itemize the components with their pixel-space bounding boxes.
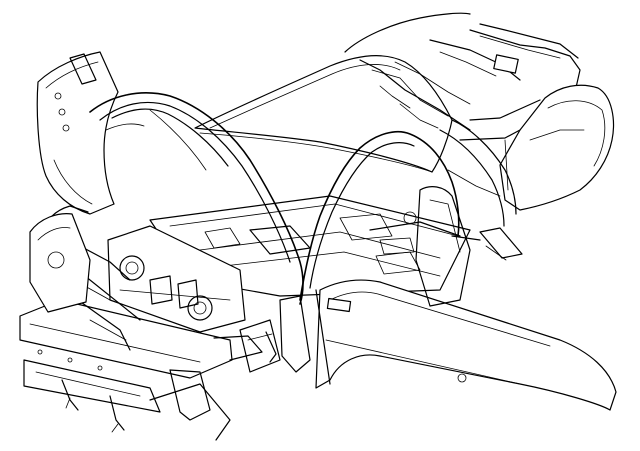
strut-tower	[29, 213, 91, 313]
hinge-pillar	[239, 295, 311, 373]
front-left-fender-panel	[36, 51, 119, 215]
open-door-panel	[315, 279, 617, 411]
rear-door-opening	[415, 186, 523, 307]
rear-deck-structure	[344, 12, 581, 131]
windshield-frame	[89, 92, 304, 305]
roof-panel	[194, 55, 453, 173]
side-roof-rails	[299, 119, 517, 301]
rear-quarter-panel	[459, 84, 615, 211]
